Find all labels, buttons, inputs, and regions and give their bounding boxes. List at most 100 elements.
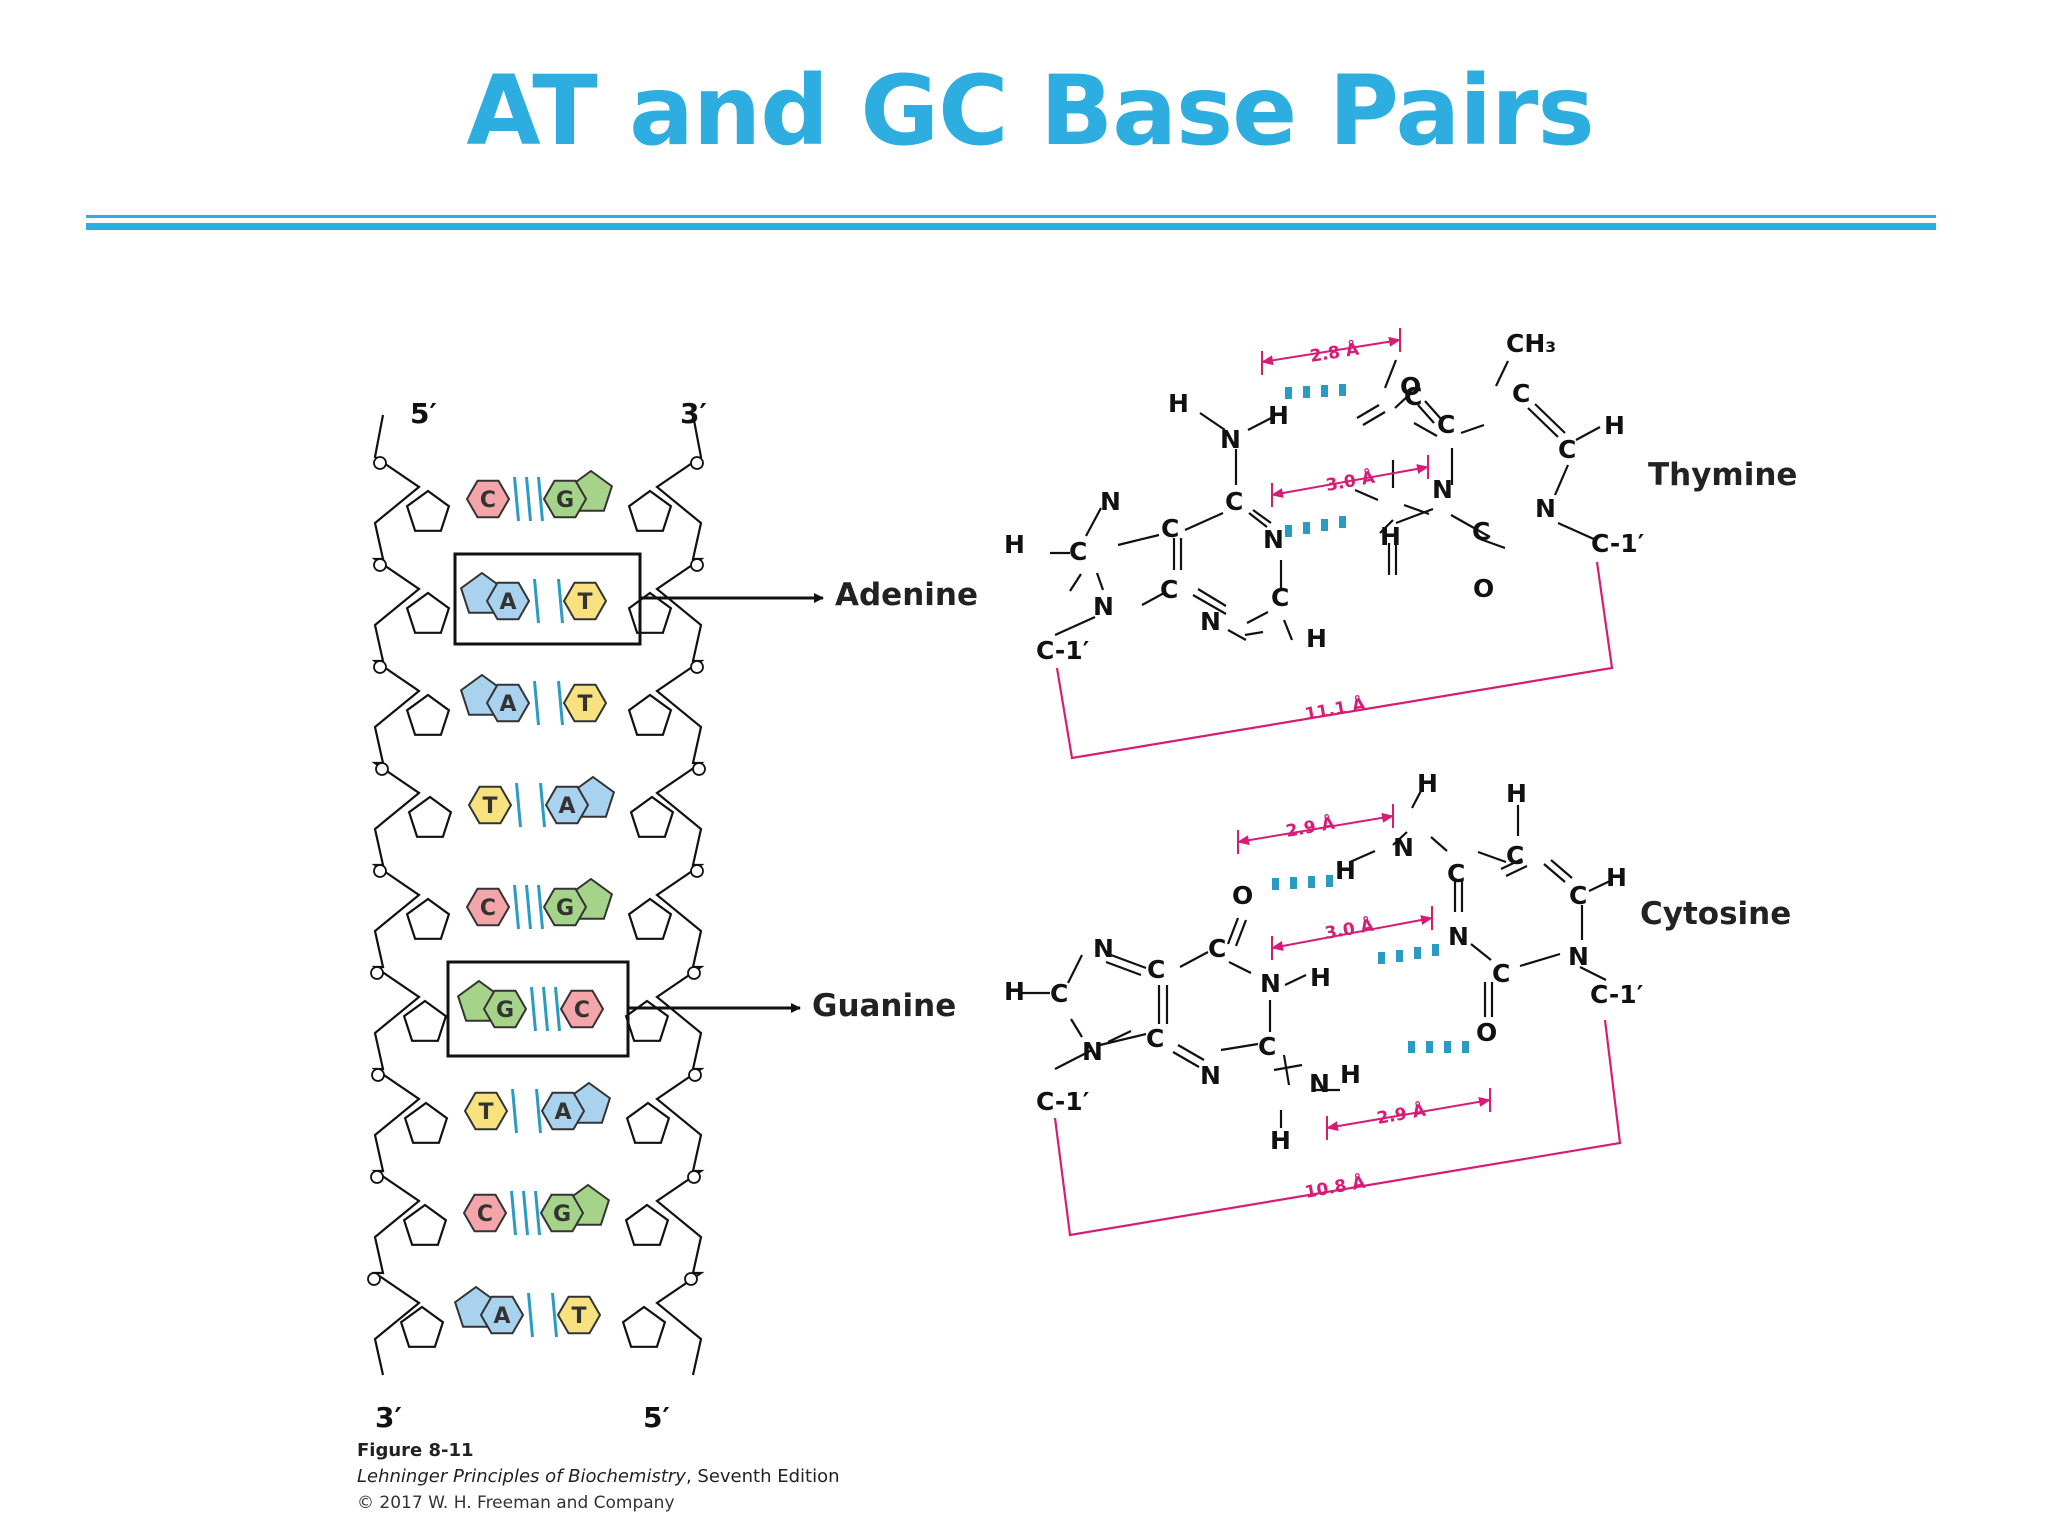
strand-end-bottom-right: 5′ — [643, 1401, 670, 1434]
base-letter: T — [478, 1100, 493, 1125]
base-letter: G — [556, 488, 574, 513]
hydrogen-bond — [515, 782, 522, 828]
base-letter: A — [499, 590, 516, 615]
atom-label: C — [1492, 959, 1510, 988]
atom-label: O — [1400, 372, 1421, 401]
hydrogen-bond — [535, 1088, 542, 1134]
deoxyribose-sugar — [405, 591, 451, 634]
base-T: T — [562, 683, 608, 723]
deoxyribose-sugar — [407, 795, 453, 838]
hydrogen-bond — [525, 476, 532, 522]
c1-distance-label: 10.8 Å — [1303, 1170, 1368, 1203]
atom-label: C — [1271, 583, 1289, 612]
hydrogen-bond — [533, 680, 540, 726]
gc-base-pair: H C N C C O N H N C N C N H H C-1′ H N H… — [1004, 769, 1791, 1237]
phosphate — [371, 1068, 385, 1082]
hydrogen-bond — [534, 1190, 541, 1236]
base-T: T — [556, 1295, 602, 1335]
phosphate — [692, 762, 706, 776]
atom-label: N — [1309, 1069, 1330, 1098]
atom-label: H — [1335, 856, 1356, 885]
atom-label: H — [1168, 389, 1189, 418]
phosphate — [690, 558, 704, 572]
atom-label: N — [1263, 525, 1284, 554]
atom-label: C-1′ — [1036, 636, 1089, 665]
deoxyribose-sugar — [399, 1305, 445, 1348]
book-edition: , Seventh Edition — [685, 1466, 840, 1487]
c1-distance-label: 11.1 Å — [1303, 692, 1368, 725]
deoxyribose-sugar — [624, 1203, 670, 1246]
adenine-label: Adenine — [835, 577, 978, 613]
hydrogen-bond — [537, 476, 544, 522]
atom-label: O — [1476, 1018, 1497, 1047]
hydrogen-bond — [511, 1088, 518, 1134]
atom-label: N — [1093, 592, 1114, 621]
base-C: C — [465, 479, 511, 519]
hydrogen-bond — [513, 884, 520, 930]
atom-label: N — [1100, 487, 1121, 516]
atom-label: H — [1506, 779, 1527, 808]
atom-label: C-1′ — [1036, 1087, 1089, 1116]
hydrogen-bond — [527, 1292, 534, 1338]
title-rule-thin — [86, 215, 1936, 218]
hydrogen-bond — [533, 578, 540, 624]
atom-label: N — [1200, 607, 1221, 636]
base-letter: T — [571, 1304, 586, 1329]
deoxyribose-sugar — [627, 897, 673, 940]
atom-label: H — [1606, 863, 1627, 892]
strand-end-top-right: 3′ — [680, 397, 707, 430]
atom-label: C — [1447, 859, 1465, 888]
atom-label: C — [1512, 379, 1530, 408]
base-C: C — [465, 887, 511, 927]
atom-label: N — [1093, 934, 1114, 963]
book-title: Lehninger Principles of Biochemistry — [357, 1466, 686, 1487]
phosphate — [375, 762, 389, 776]
phosphate — [373, 558, 387, 572]
hydrogen-bond — [510, 1190, 517, 1236]
base-letter: G — [496, 998, 514, 1023]
atom-label: N — [1200, 1061, 1221, 1090]
atom-label: C — [1146, 1024, 1164, 1053]
base-A: A — [459, 571, 531, 621]
atom-label: C-1′ — [1591, 529, 1644, 558]
base-G: G — [542, 469, 614, 519]
phosphate — [684, 1272, 698, 1286]
atom-label: H — [1417, 769, 1438, 798]
phosphate — [690, 456, 704, 470]
base-letter: T — [577, 590, 592, 615]
deoxyribose-sugar — [402, 999, 448, 1042]
guanine-label: Guanine — [812, 988, 956, 1024]
atom-label: N — [1393, 833, 1414, 862]
base-letter: A — [558, 794, 575, 819]
atom-label: H — [1268, 401, 1289, 430]
hbond-distance-label: 3.0 Å — [1324, 465, 1377, 496]
atom-label: O — [1232, 881, 1253, 910]
base-T: T — [562, 581, 608, 621]
deoxyribose-sugar — [405, 489, 451, 532]
phosphate — [367, 1272, 381, 1286]
base-G: G — [456, 979, 528, 1029]
atom-label: C — [1160, 575, 1178, 604]
atom-label: C — [1558, 435, 1576, 464]
phosphate — [373, 660, 387, 674]
atom-label: C — [1225, 487, 1243, 516]
figure-copyright: © 2017 W. H. Freeman and Company — [357, 1493, 675, 1513]
hydrogen-bond — [551, 1292, 558, 1338]
base-C: C — [462, 1193, 508, 1233]
phosphate — [690, 660, 704, 674]
deoxyribose-sugar — [627, 693, 673, 736]
base-letter: T — [482, 794, 497, 819]
atom-label: C — [1506, 841, 1524, 870]
hydrogen-bond — [525, 884, 532, 930]
atom-label: H — [1004, 977, 1025, 1006]
atom-label: H — [1270, 1126, 1291, 1155]
atom-label: CH₃ — [1506, 329, 1556, 358]
atom-label: H — [1306, 624, 1327, 653]
thymine-label: Thymine — [1648, 457, 1797, 493]
atom-label: C — [1569, 881, 1587, 910]
base-letter: G — [553, 1202, 571, 1227]
atom-label: H — [1604, 411, 1625, 440]
hydrogen-bond — [554, 986, 561, 1032]
